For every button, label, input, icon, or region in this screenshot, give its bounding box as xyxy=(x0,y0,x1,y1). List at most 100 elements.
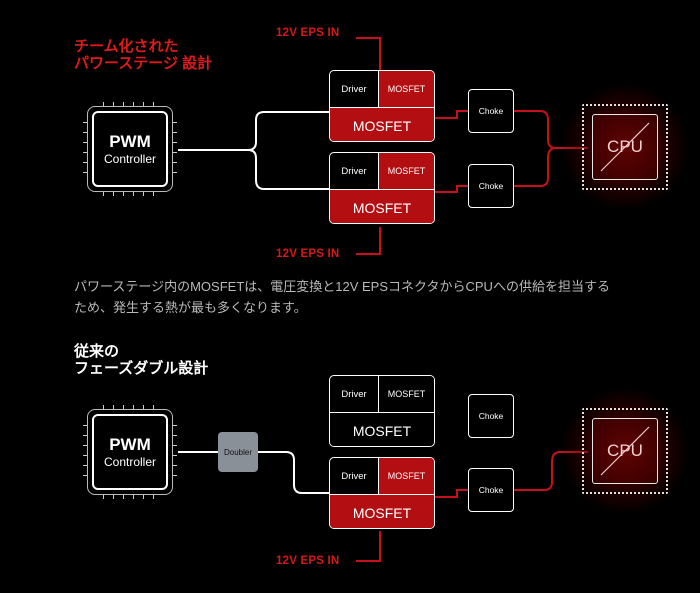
mosfet-small-label: MOSFET xyxy=(379,376,434,412)
chip-pin xyxy=(83,172,87,173)
chip-pin xyxy=(173,142,177,143)
chip-pin xyxy=(83,152,87,153)
cpu-label: CPU xyxy=(607,441,643,460)
section2-title-line2: フェーズダブル設計 xyxy=(74,360,209,377)
chip-pin xyxy=(113,405,114,409)
mosfet-small-label: MOSFET xyxy=(379,71,434,107)
chip-pin xyxy=(173,435,177,436)
eps-wire-mid xyxy=(356,227,381,255)
section1-title: チーム化された パワーステージ 設計 xyxy=(74,38,212,72)
chip-pin xyxy=(143,192,144,196)
chip-pin xyxy=(83,455,87,456)
chip-pin xyxy=(113,192,114,196)
chip-pin xyxy=(173,122,177,123)
pwm-outline xyxy=(87,409,173,495)
power-stage-inactive: Driver MOSFET MOSFET xyxy=(329,375,435,447)
section1-title-line1: チーム化された xyxy=(74,38,179,55)
description-line1: パワーステージ内のMOSFETは、電圧変換と12V EPSコネクタからCPUへの… xyxy=(74,279,610,294)
choke-1: Choke xyxy=(468,89,514,133)
chip-pin xyxy=(133,192,134,196)
chip-pin xyxy=(103,102,104,106)
power-stage-3: Driver MOSFET MOSFET xyxy=(329,457,435,529)
eps-in-label-1: 12V EPS IN xyxy=(276,27,340,39)
chip-pin xyxy=(83,465,87,466)
eps-in-label-3: 12V EPS IN xyxy=(276,555,340,567)
chip-pin xyxy=(83,122,87,123)
choke-cpu-wire-3 xyxy=(514,451,588,491)
chip-pin xyxy=(173,152,177,153)
chip-pin xyxy=(83,445,87,446)
chip-pin xyxy=(83,162,87,163)
mosfet-big-label: MOSFET xyxy=(330,412,434,446)
pwm-wire-2 xyxy=(178,149,330,190)
chip-pin xyxy=(173,425,177,426)
chip-pin xyxy=(173,465,177,466)
description-line2: ため、発生する熱が最も多くなります。 xyxy=(74,300,307,315)
chip-pin xyxy=(133,102,134,106)
chip-pin xyxy=(83,435,87,436)
chip-pin xyxy=(173,455,177,456)
pwm-label: PWM xyxy=(109,435,151,454)
cpu-2: CPU xyxy=(562,388,688,514)
driver-label: Driver xyxy=(330,376,379,412)
chip-pin xyxy=(123,405,124,409)
driver-label: Driver xyxy=(330,71,379,107)
choke-inactive: Choke xyxy=(468,394,514,438)
chip-pin xyxy=(113,102,114,106)
chip-pin xyxy=(133,405,134,409)
chip-pin xyxy=(103,192,104,196)
chip-pin xyxy=(123,495,124,499)
chip-pin xyxy=(113,495,114,499)
chip-pin xyxy=(173,445,177,446)
mosfet-big-label: MOSFET xyxy=(330,494,434,528)
chip-pin xyxy=(173,132,177,133)
chip-pin xyxy=(153,405,154,409)
chip-pin xyxy=(143,102,144,106)
chip-pin xyxy=(173,475,177,476)
description: パワーステージ内のMOSFETは、電圧変換と12V EPSコネクタからCPUへの… xyxy=(74,276,684,318)
doubler-stage-wire xyxy=(258,451,330,494)
mosfet-small-label: MOSFET xyxy=(379,153,434,189)
mosfet-choke-wire-2 xyxy=(435,185,468,193)
chip-pin xyxy=(123,102,124,106)
section2-title: 従来の フェーズダブル設計 xyxy=(74,343,208,377)
eps-wire-bottom xyxy=(356,531,381,562)
chip-pin xyxy=(143,405,144,409)
mosfet-big-label: MOSFET xyxy=(330,107,434,141)
mosfet-small-label: MOSFET xyxy=(379,458,434,494)
driver-label: Driver xyxy=(330,458,379,494)
pwm-controller-2: PWM Controller xyxy=(92,414,168,490)
doubler-chip: Doubler xyxy=(218,432,258,472)
chip-pin xyxy=(153,192,154,196)
cpu-pin-outline xyxy=(582,408,668,494)
mosfet-big-label: MOSFET xyxy=(330,189,434,223)
chip-pin xyxy=(83,142,87,143)
driver-label: Driver xyxy=(330,153,379,189)
controller-label: Controller xyxy=(103,152,157,166)
choke-2: Choke xyxy=(468,164,514,208)
section1-title-line2: パワーステージ 設計 xyxy=(74,55,213,72)
chip-pin xyxy=(83,425,87,426)
pwm-label: PWM xyxy=(109,132,151,151)
chip-pin xyxy=(173,162,177,163)
eps-in-label-2: 12V EPS IN xyxy=(276,248,340,260)
mosfet-choke-wire-1 xyxy=(435,110,468,119)
choke-3: Choke xyxy=(468,468,514,512)
chip-pin xyxy=(153,102,154,106)
chip-pin xyxy=(103,405,104,409)
chip-pin xyxy=(83,132,87,133)
section2-title-line1: 従来の xyxy=(74,343,120,360)
power-stage-1: Driver MOSFET MOSFET xyxy=(329,70,435,142)
pwm-controller-1: PWM Controller xyxy=(92,111,168,187)
chip-pin xyxy=(83,475,87,476)
chip-pin xyxy=(133,495,134,499)
chip-pin xyxy=(173,172,177,173)
pwm-wire-1 xyxy=(178,111,330,151)
chip-pin xyxy=(123,192,124,196)
pwm-outline xyxy=(87,106,173,192)
controller-label: Controller xyxy=(103,455,157,469)
cpu-pin-outline xyxy=(582,104,668,190)
power-stage-2: Driver MOSFET MOSFET xyxy=(329,152,435,224)
cpu-1: CPU xyxy=(562,84,688,210)
